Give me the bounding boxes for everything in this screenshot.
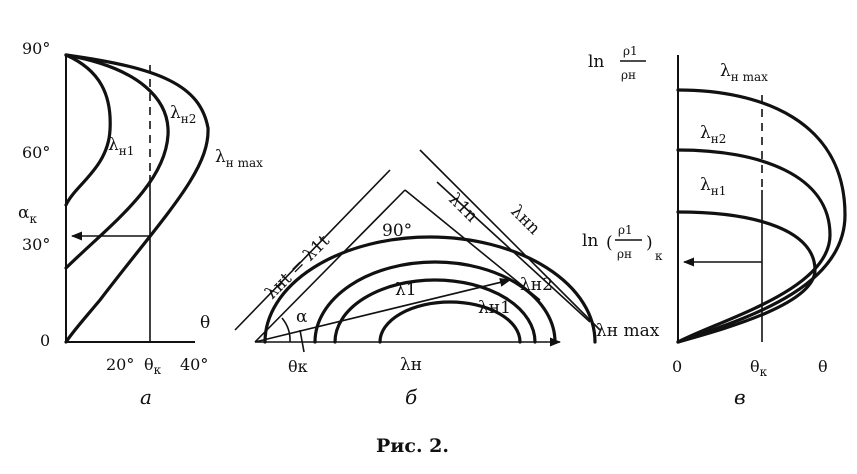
- panel-b-theta-k-label: θк: [288, 357, 308, 376]
- panel-v-mid-label: ln ( ρ1 ρн ) к: [582, 223, 663, 263]
- panel-a-label-n1: λн1: [108, 135, 134, 158]
- panel-b-arc-n1: [333, 278, 537, 344]
- panel-b-outer-right: [419, 149, 601, 331]
- panel-a-alpha-k-label: αк: [18, 203, 37, 226]
- panel-v-curve-n1: [676, 210, 817, 344]
- panel-b-angle-90: 90°: [382, 221, 412, 241]
- panel-v-mid-den: ρн: [617, 247, 632, 261]
- panel-b-lambda-n-label: λн: [400, 355, 422, 375]
- panel-v-top-den: ρн: [621, 68, 636, 82]
- panel-b-outer-left: [234, 169, 391, 331]
- panel-b-arc-n2: [313, 260, 557, 344]
- panel-a-curve-n1: [64, 53, 112, 207]
- panel-b-lambda-n2-label: λн2: [520, 275, 553, 295]
- panel-b-lambda-nt-label: λнt = λ1t: [261, 231, 334, 304]
- panel-a-caption: а: [140, 385, 152, 409]
- panel-v: ln ρ1 ρн ln ( ρ1 ρн ) к λн max λн2 λн1 0: [582, 44, 847, 409]
- panel-v-mid-num: ρ1: [618, 223, 633, 237]
- panel-b-lambda-n1-label: λн1: [478, 298, 511, 318]
- panel-v-label-n1: λн1: [700, 175, 726, 198]
- panel-a-label-n2: λн2: [170, 103, 196, 126]
- panel-b-caption: б: [405, 385, 418, 409]
- panel-v-top-ln: ln: [588, 52, 604, 72]
- panel-a-xtick-theta-k: θк: [144, 355, 162, 377]
- figure-caption: Рис. 2.: [376, 435, 449, 457]
- panel-b-lambda-nmax-label: λн max: [596, 321, 660, 341]
- panel-b-alpha-arc: [281, 317, 291, 343]
- panel-v-curve-nmax: [676, 88, 847, 344]
- panel-b-lambda-1-label: λ1: [395, 280, 417, 300]
- panel-a-ytick-60: 60°: [22, 143, 50, 162]
- panel-v-xtick-theta-k: θк: [750, 357, 768, 379]
- panel-v-mid-sub: к: [655, 249, 663, 263]
- panel-b-right-side: [404, 189, 541, 301]
- panel-b-lambda-1-vector: [254, 278, 512, 343]
- panel-v-mid-paren-open: (: [606, 233, 613, 253]
- panel-v-top-label: ln ρ1 ρн: [588, 44, 646, 82]
- panel-b-arc-nmax: [263, 235, 597, 344]
- panel-b-theta-k-tick: [299, 329, 305, 353]
- panel-a-xtick-20: 20°: [106, 355, 134, 374]
- panel-a-curve-nmax: [64, 53, 210, 344]
- panel-a-ytick-30: 30°: [22, 235, 50, 254]
- panel-v-mid-ln: ln: [582, 231, 598, 251]
- panel-v-xtick-theta: θ: [818, 357, 828, 376]
- panel-v-label-nmax: λн max: [720, 61, 768, 84]
- panel-b-alpha-label: α: [296, 307, 308, 327]
- panel-b: λнt = λ1t λ1n λнn 90° α θк λн λ1 λн1 λн2…: [234, 149, 660, 409]
- panel-v-top-num: ρ1: [623, 44, 638, 58]
- panel-v-label-n2: λн2: [700, 123, 726, 146]
- panel-v-xtick-0: 0: [672, 357, 682, 376]
- panel-v-curve-n2: [676, 148, 832, 344]
- panel-b-arc-inner: [378, 300, 522, 344]
- panel-v-mid-paren-close: ): [646, 233, 653, 253]
- panel-v-caption: в: [734, 385, 746, 409]
- panel-a-ytick-0: 0: [40, 331, 50, 350]
- panel-a-xtick-40: 40°: [180, 355, 208, 374]
- panel-a: 90° 60° 30° 0 αк 20° θк 40° θ λн1 λн2 λн…: [18, 39, 263, 409]
- panel-b-left-side: [254, 189, 406, 343]
- panel-b-outer-right-2: [436, 181, 591, 323]
- panel-a-label-nmax: λн max: [215, 147, 263, 170]
- panel-a-x-axis-label: θ: [200, 313, 210, 333]
- panel-a-ytick-90: 90°: [22, 39, 50, 58]
- panel-a-curve-n2: [64, 53, 170, 270]
- panel-b-lambda-nn-label: λнn: [506, 201, 544, 239]
